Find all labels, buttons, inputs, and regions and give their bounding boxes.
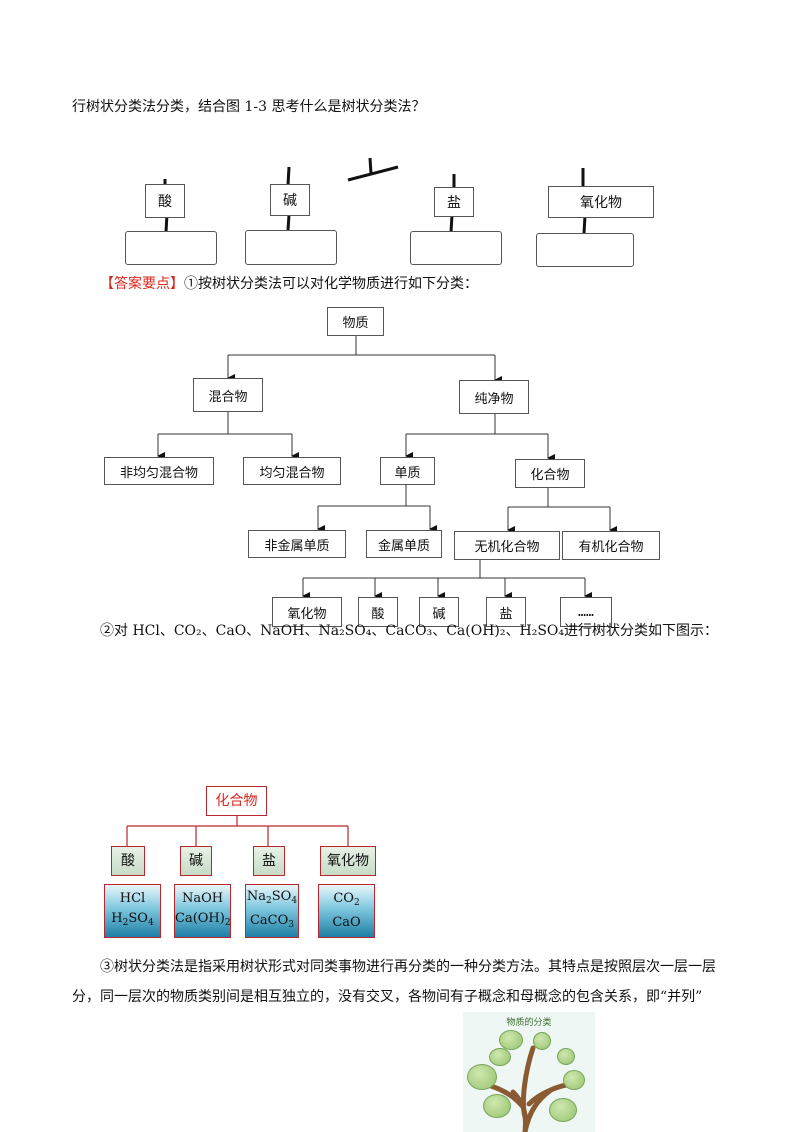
- answer-label: 【答案要点】: [100, 276, 184, 292]
- node-mixture: 混合物: [193, 378, 263, 412]
- sample-hcl: HCl: [119, 891, 146, 906]
- node-matter: 物质: [327, 307, 384, 336]
- intro-text: 行树状分类法分类，结合图 1-3 思考什么是树状分类法？: [72, 99, 426, 115]
- tree-illustration: 物质的分类: [463, 1012, 595, 1132]
- category-salt: 盐: [253, 846, 285, 876]
- sample-co2: CO2: [333, 891, 360, 908]
- figure-3-lines: [126, 816, 349, 846]
- node-acid: 酸: [358, 597, 398, 627]
- tree-leaf: [467, 1064, 497, 1090]
- tree-leaf: [557, 1048, 575, 1065]
- node-organic-compound: 有机化合物: [562, 531, 660, 560]
- node-compound: 化合物: [515, 459, 585, 488]
- tree-leaf: [483, 1094, 511, 1118]
- sample-oxide: CO2 CaO: [318, 884, 375, 938]
- sample-cao: CaO: [332, 915, 361, 930]
- fig1-empty-box-3: [410, 231, 502, 265]
- category-oxide: 氧化物: [320, 846, 376, 876]
- node-metal-element: 金属单质: [366, 530, 442, 558]
- fig1-label-salt: 盐: [434, 187, 474, 217]
- tree-illustration-title: 物质的分类: [506, 1018, 552, 1028]
- compound-root: 化合物: [206, 786, 267, 816]
- figure-2-lines: [157, 336, 617, 600]
- tree-trunk-graphic: [488, 1045, 574, 1132]
- node-salt: 盐: [486, 597, 526, 627]
- node-base: 碱: [419, 597, 459, 627]
- tree-leaf: [533, 1032, 551, 1050]
- fig1-empty-box-1: [125, 231, 217, 265]
- sample-salt: Na2SO4 CaCO3: [245, 884, 299, 938]
- sample-caco3: CaCO3: [249, 913, 295, 930]
- answer-point-3-line-2: 分，同一层次的物质类别间是相互独立的，没有交叉，各物间有子概念和母概念的包含关系…: [72, 989, 703, 1005]
- fig1-label-base: 碱: [270, 184, 310, 216]
- node-pure-substance: 纯净物: [459, 380, 529, 414]
- sample-acid: HCl H2SO4: [104, 884, 161, 938]
- answer-point-2: ②对 HCl、CO₂、CaO、NaOH、Na₂SO₄、CaCO₃、Ca(OH)₂…: [100, 623, 719, 639]
- node-oxide: 氧化物: [272, 597, 342, 627]
- sample-base: NaOH Ca(OH)2: [174, 884, 231, 938]
- node-homogeneous-mixture: 均匀混合物: [243, 457, 341, 485]
- sample-naoh: NaOH: [181, 891, 224, 906]
- node-nonmetal-element: 非金属单质: [248, 530, 346, 558]
- sample-caoh2: Ca(OH)2: [175, 911, 231, 928]
- tree-leaf: [499, 1030, 523, 1050]
- category-acid: 酸: [111, 846, 145, 876]
- answer-point-1: 【答案要点】①按树状分类法可以对化学物质进行如下分类：: [100, 276, 478, 292]
- tree-leaf: [563, 1070, 585, 1090]
- fig1-label-oxide: 氧化物: [548, 186, 654, 218]
- fig1-empty-box-4: [536, 233, 634, 267]
- tree-leaf: [549, 1098, 577, 1122]
- sample-h2so4: H2SO4: [111, 911, 154, 928]
- answer-point-3-line-1: ③树状分类法是指采用树状形式对同类事物进行再分类的一种分类方法。其特点是按照层次…: [100, 959, 716, 975]
- node-heterogeneous-mixture: 非均匀混合物: [104, 457, 214, 485]
- tree-leaf: [489, 1048, 511, 1066]
- node-element: 单质: [380, 457, 435, 485]
- node-more: ……: [560, 597, 612, 627]
- node-inorganic-compound: 无机化合物: [454, 531, 560, 560]
- category-base: 碱: [180, 846, 212, 876]
- sample-na2so4: Na2SO4: [246, 889, 298, 906]
- fig1-empty-box-2: [245, 230, 337, 265]
- fig1-label-acid: 酸: [145, 184, 185, 218]
